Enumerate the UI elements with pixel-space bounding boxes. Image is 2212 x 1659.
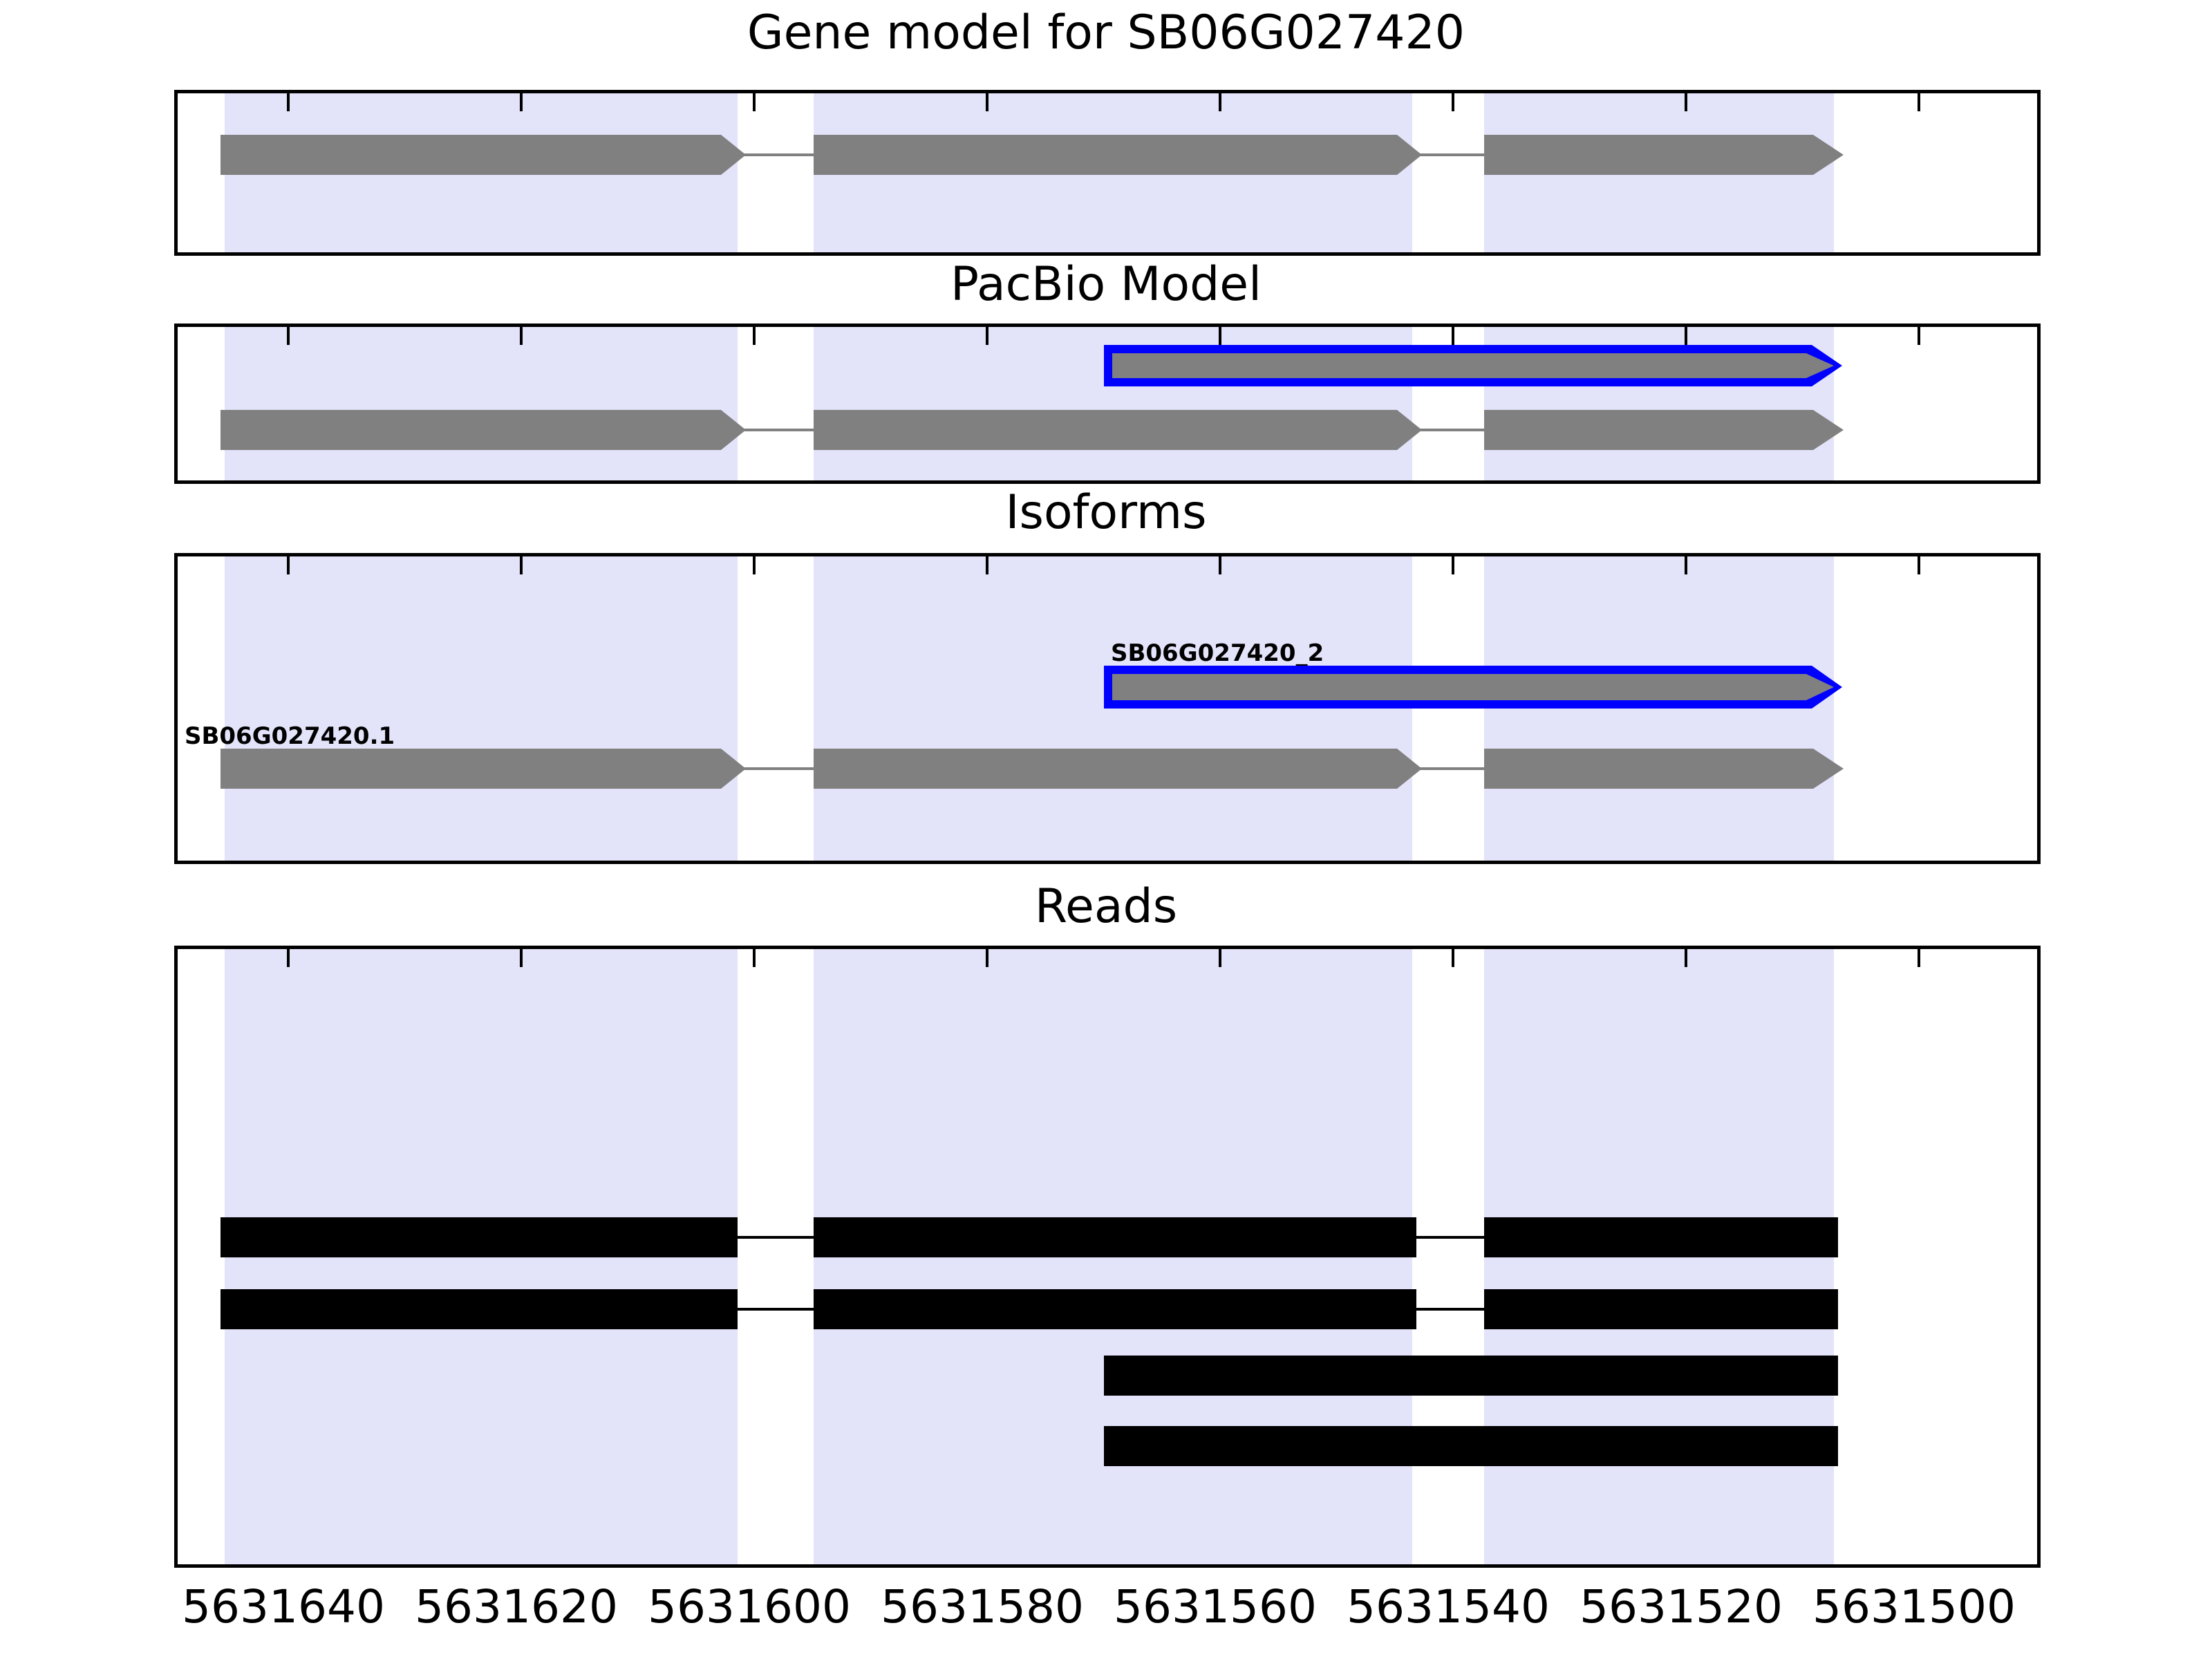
xtick-label: 5631520 bbox=[1580, 1580, 1783, 1633]
reads-plot bbox=[178, 949, 2037, 1564]
axis-tick bbox=[986, 949, 988, 967]
exon-segment-arrow bbox=[1484, 410, 1844, 450]
intron-segment bbox=[731, 153, 821, 156]
read-block bbox=[1104, 1356, 1838, 1396]
isoform-2-label: SB06G027420_2 bbox=[1111, 639, 1324, 667]
isoform-1-track bbox=[178, 749, 2037, 789]
axis-tick bbox=[753, 556, 756, 574]
axis-tick bbox=[1452, 556, 1454, 574]
axis-tick bbox=[1685, 93, 1687, 111]
isoforms-title: Isoforms bbox=[1005, 485, 1207, 540]
axis-tick bbox=[520, 327, 523, 345]
xtick-label: 5631640 bbox=[182, 1580, 385, 1633]
exon-segment bbox=[814, 410, 1422, 450]
pacbio-plot bbox=[178, 327, 2037, 480]
exon-segment bbox=[221, 135, 746, 175]
panel-reads bbox=[174, 946, 2041, 1568]
isoform-fill bbox=[1112, 674, 1834, 700]
xtick-label: 5631560 bbox=[1114, 1580, 1317, 1633]
panel-gene-model bbox=[174, 90, 2041, 256]
axis-tick bbox=[1918, 556, 1920, 574]
axis-tick bbox=[1219, 556, 1221, 574]
read-block bbox=[1484, 1217, 1838, 1257]
axis-tick bbox=[1452, 93, 1454, 111]
read-gap bbox=[731, 1308, 825, 1311]
xtick-label: 5631580 bbox=[881, 1580, 1084, 1633]
axis-tick bbox=[986, 327, 988, 345]
axis-tick bbox=[1219, 93, 1221, 111]
isoform-fill bbox=[1112, 353, 1834, 378]
panel-pacbio-model bbox=[174, 324, 2041, 484]
read-block bbox=[1484, 1289, 1838, 1329]
axis-tick bbox=[986, 556, 988, 574]
read-block bbox=[221, 1289, 738, 1329]
exon-band-1 bbox=[225, 327, 738, 480]
isoform-1-label: SB06G027420.1 bbox=[185, 722, 395, 750]
read-gap bbox=[1408, 1236, 1494, 1239]
read-block bbox=[1104, 1426, 1838, 1466]
exon-segment bbox=[221, 410, 746, 450]
intron-segment bbox=[1408, 767, 1491, 770]
intron-segment bbox=[1408, 153, 1491, 156]
pacbio-isoform-track bbox=[178, 345, 2037, 386]
axis-tick bbox=[1685, 949, 1687, 967]
panel-isoforms: SB06G027420_2 SB06G027420.1 bbox=[174, 553, 2041, 864]
gene-model-track bbox=[178, 135, 2037, 175]
read-row-1 bbox=[178, 1217, 2037, 1257]
axis-tick bbox=[287, 556, 290, 574]
main-title: Gene model for SB06G027420 bbox=[747, 6, 1465, 60]
xtick-label: 5631600 bbox=[648, 1580, 851, 1633]
axis-tick bbox=[287, 949, 290, 967]
xtick-label: 5631500 bbox=[1812, 1580, 2016, 1633]
axis-tick bbox=[753, 327, 756, 345]
exon-segment bbox=[221, 749, 746, 789]
exon-segment-arrow bbox=[1484, 135, 1844, 175]
intron-segment bbox=[731, 767, 821, 770]
exon-band-1 bbox=[225, 556, 738, 861]
intron-segment bbox=[731, 429, 821, 431]
axis-tick bbox=[520, 556, 523, 574]
xtick-label: 5631540 bbox=[1347, 1580, 1550, 1633]
read-row-4 bbox=[178, 1426, 2037, 1466]
exon-segment-arrow bbox=[1484, 749, 1844, 789]
axis-tick bbox=[287, 327, 290, 345]
exon-segment bbox=[814, 135, 1422, 175]
axis-tick bbox=[1452, 327, 1454, 345]
axis-tick bbox=[1685, 556, 1687, 574]
intron-segment bbox=[1408, 429, 1491, 431]
axis-tick bbox=[1219, 949, 1221, 967]
read-row-3 bbox=[178, 1356, 2037, 1396]
xtick-label: 5631620 bbox=[415, 1580, 618, 1633]
axis-tick bbox=[1918, 93, 1920, 111]
axis-tick bbox=[753, 949, 756, 967]
axis-tick bbox=[287, 93, 290, 111]
axis-tick bbox=[520, 949, 523, 967]
axis-tick bbox=[1219, 327, 1221, 345]
read-block bbox=[814, 1289, 1416, 1329]
axis-tick bbox=[1452, 949, 1454, 967]
axis-tick bbox=[1918, 949, 1920, 967]
gene-model-plot bbox=[178, 93, 2037, 252]
axis-tick bbox=[1918, 327, 1920, 345]
isoforms-plot: SB06G027420_2 SB06G027420.1 bbox=[178, 556, 2037, 861]
exon-band-2 bbox=[814, 556, 1412, 861]
read-block bbox=[221, 1217, 738, 1257]
isoform-2-track bbox=[178, 666, 2037, 709]
reads-title: Reads bbox=[1034, 879, 1178, 934]
axis-tick bbox=[753, 93, 756, 111]
exon-segment bbox=[814, 749, 1422, 789]
read-gap bbox=[731, 1236, 825, 1239]
read-gap bbox=[1408, 1308, 1494, 1311]
read-row-2 bbox=[178, 1289, 2037, 1329]
x-axis-tick-labels: 5631640 5631620 5631600 5631580 5631560 … bbox=[0, 1580, 2212, 1642]
pacbio-title: PacBio Model bbox=[950, 257, 1262, 312]
pacbio-gene-model-track bbox=[178, 410, 2037, 450]
axis-tick bbox=[986, 93, 988, 111]
read-block bbox=[814, 1217, 1416, 1257]
exon-band-3 bbox=[1484, 556, 1834, 861]
axis-tick bbox=[1685, 327, 1687, 345]
axis-tick bbox=[520, 93, 523, 111]
